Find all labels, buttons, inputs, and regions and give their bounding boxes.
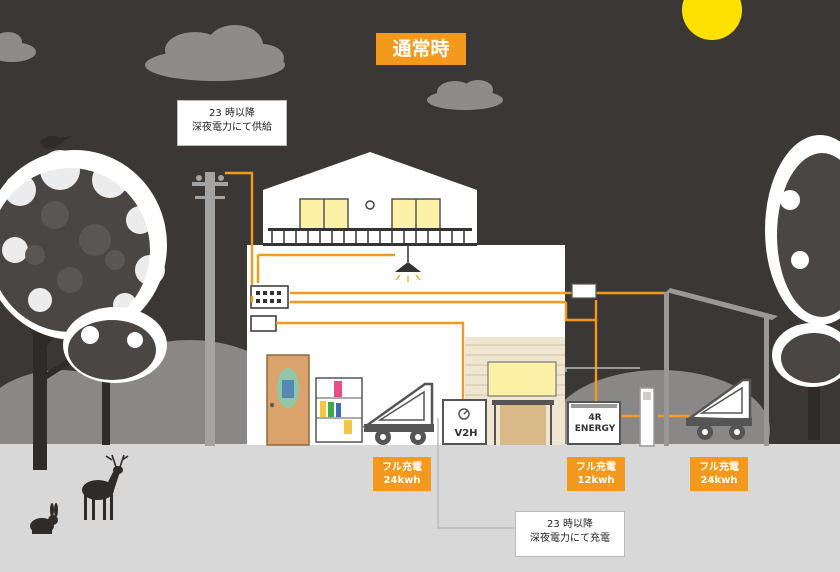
grid-supply-note: 23 時以降 深夜電力にて供給 bbox=[177, 100, 287, 146]
storage-label-line2: ENERGY bbox=[574, 424, 616, 434]
rabbit-icon bbox=[30, 503, 58, 534]
charge-badge-status: フル充電 bbox=[576, 462, 616, 473]
right-tree bbox=[765, 135, 840, 440]
storage-label-line1: 4R bbox=[588, 413, 602, 423]
charge-badge-capacity: 24kwh bbox=[700, 475, 738, 486]
electric-meter-icon bbox=[571, 283, 597, 299]
moon-icon bbox=[682, 0, 742, 40]
distribution-board-icon bbox=[250, 285, 289, 332]
ev-car-outside-icon bbox=[686, 378, 752, 440]
grid-supply-note-line2: 深夜電力にて供給 bbox=[192, 122, 272, 133]
v2h-label: V2H bbox=[454, 428, 478, 439]
bird-icon bbox=[40, 135, 72, 149]
charge-badge-status: フル充電 bbox=[699, 462, 739, 473]
v2h-unit bbox=[442, 399, 487, 445]
cloud-icon bbox=[145, 25, 285, 81]
carport bbox=[664, 288, 778, 446]
night-charge-note-line2: 深夜電力にて充電 bbox=[530, 533, 610, 544]
charge-badge-status: フル充電 bbox=[382, 462, 422, 473]
charge-badge-capacity: 12kwh bbox=[577, 475, 615, 486]
counter bbox=[500, 402, 546, 445]
ev-charger-icon bbox=[639, 387, 655, 447]
storage-battery bbox=[567, 401, 621, 445]
charge-badge-storage: フル充電 12kwh bbox=[567, 457, 625, 491]
cloud-small-icon bbox=[427, 80, 503, 110]
ceiling-lamp-icon bbox=[395, 245, 421, 282]
middle-tree bbox=[63, 307, 167, 445]
bookshelf bbox=[315, 377, 363, 443]
cloud-left-icon bbox=[0, 32, 36, 62]
ev-car-icon bbox=[362, 382, 434, 445]
charge-badge-house-ev: フル充電 24kwh bbox=[373, 457, 431, 491]
night-charge-note-line1: 23 時以降 bbox=[547, 519, 593, 530]
night-charge-note: 23 時以降 深夜電力にて充電 bbox=[515, 511, 625, 557]
house bbox=[247, 152, 565, 446]
flow-arrows bbox=[230, 172, 681, 417]
grid-supply-note-line1: 23 時以降 bbox=[209, 108, 255, 119]
left-tree bbox=[0, 150, 167, 470]
charge-badge-capacity: 24kwh bbox=[383, 475, 421, 486]
utility-pole-icon bbox=[192, 172, 228, 446]
storage-label: 4R ENERGY bbox=[572, 413, 618, 435]
charge-badge-carport-ev: フル充電 24kwh bbox=[690, 457, 748, 491]
scenario-title: 通常時 bbox=[376, 33, 466, 65]
deer-icon bbox=[82, 454, 129, 520]
charge-link-line bbox=[437, 418, 515, 529]
